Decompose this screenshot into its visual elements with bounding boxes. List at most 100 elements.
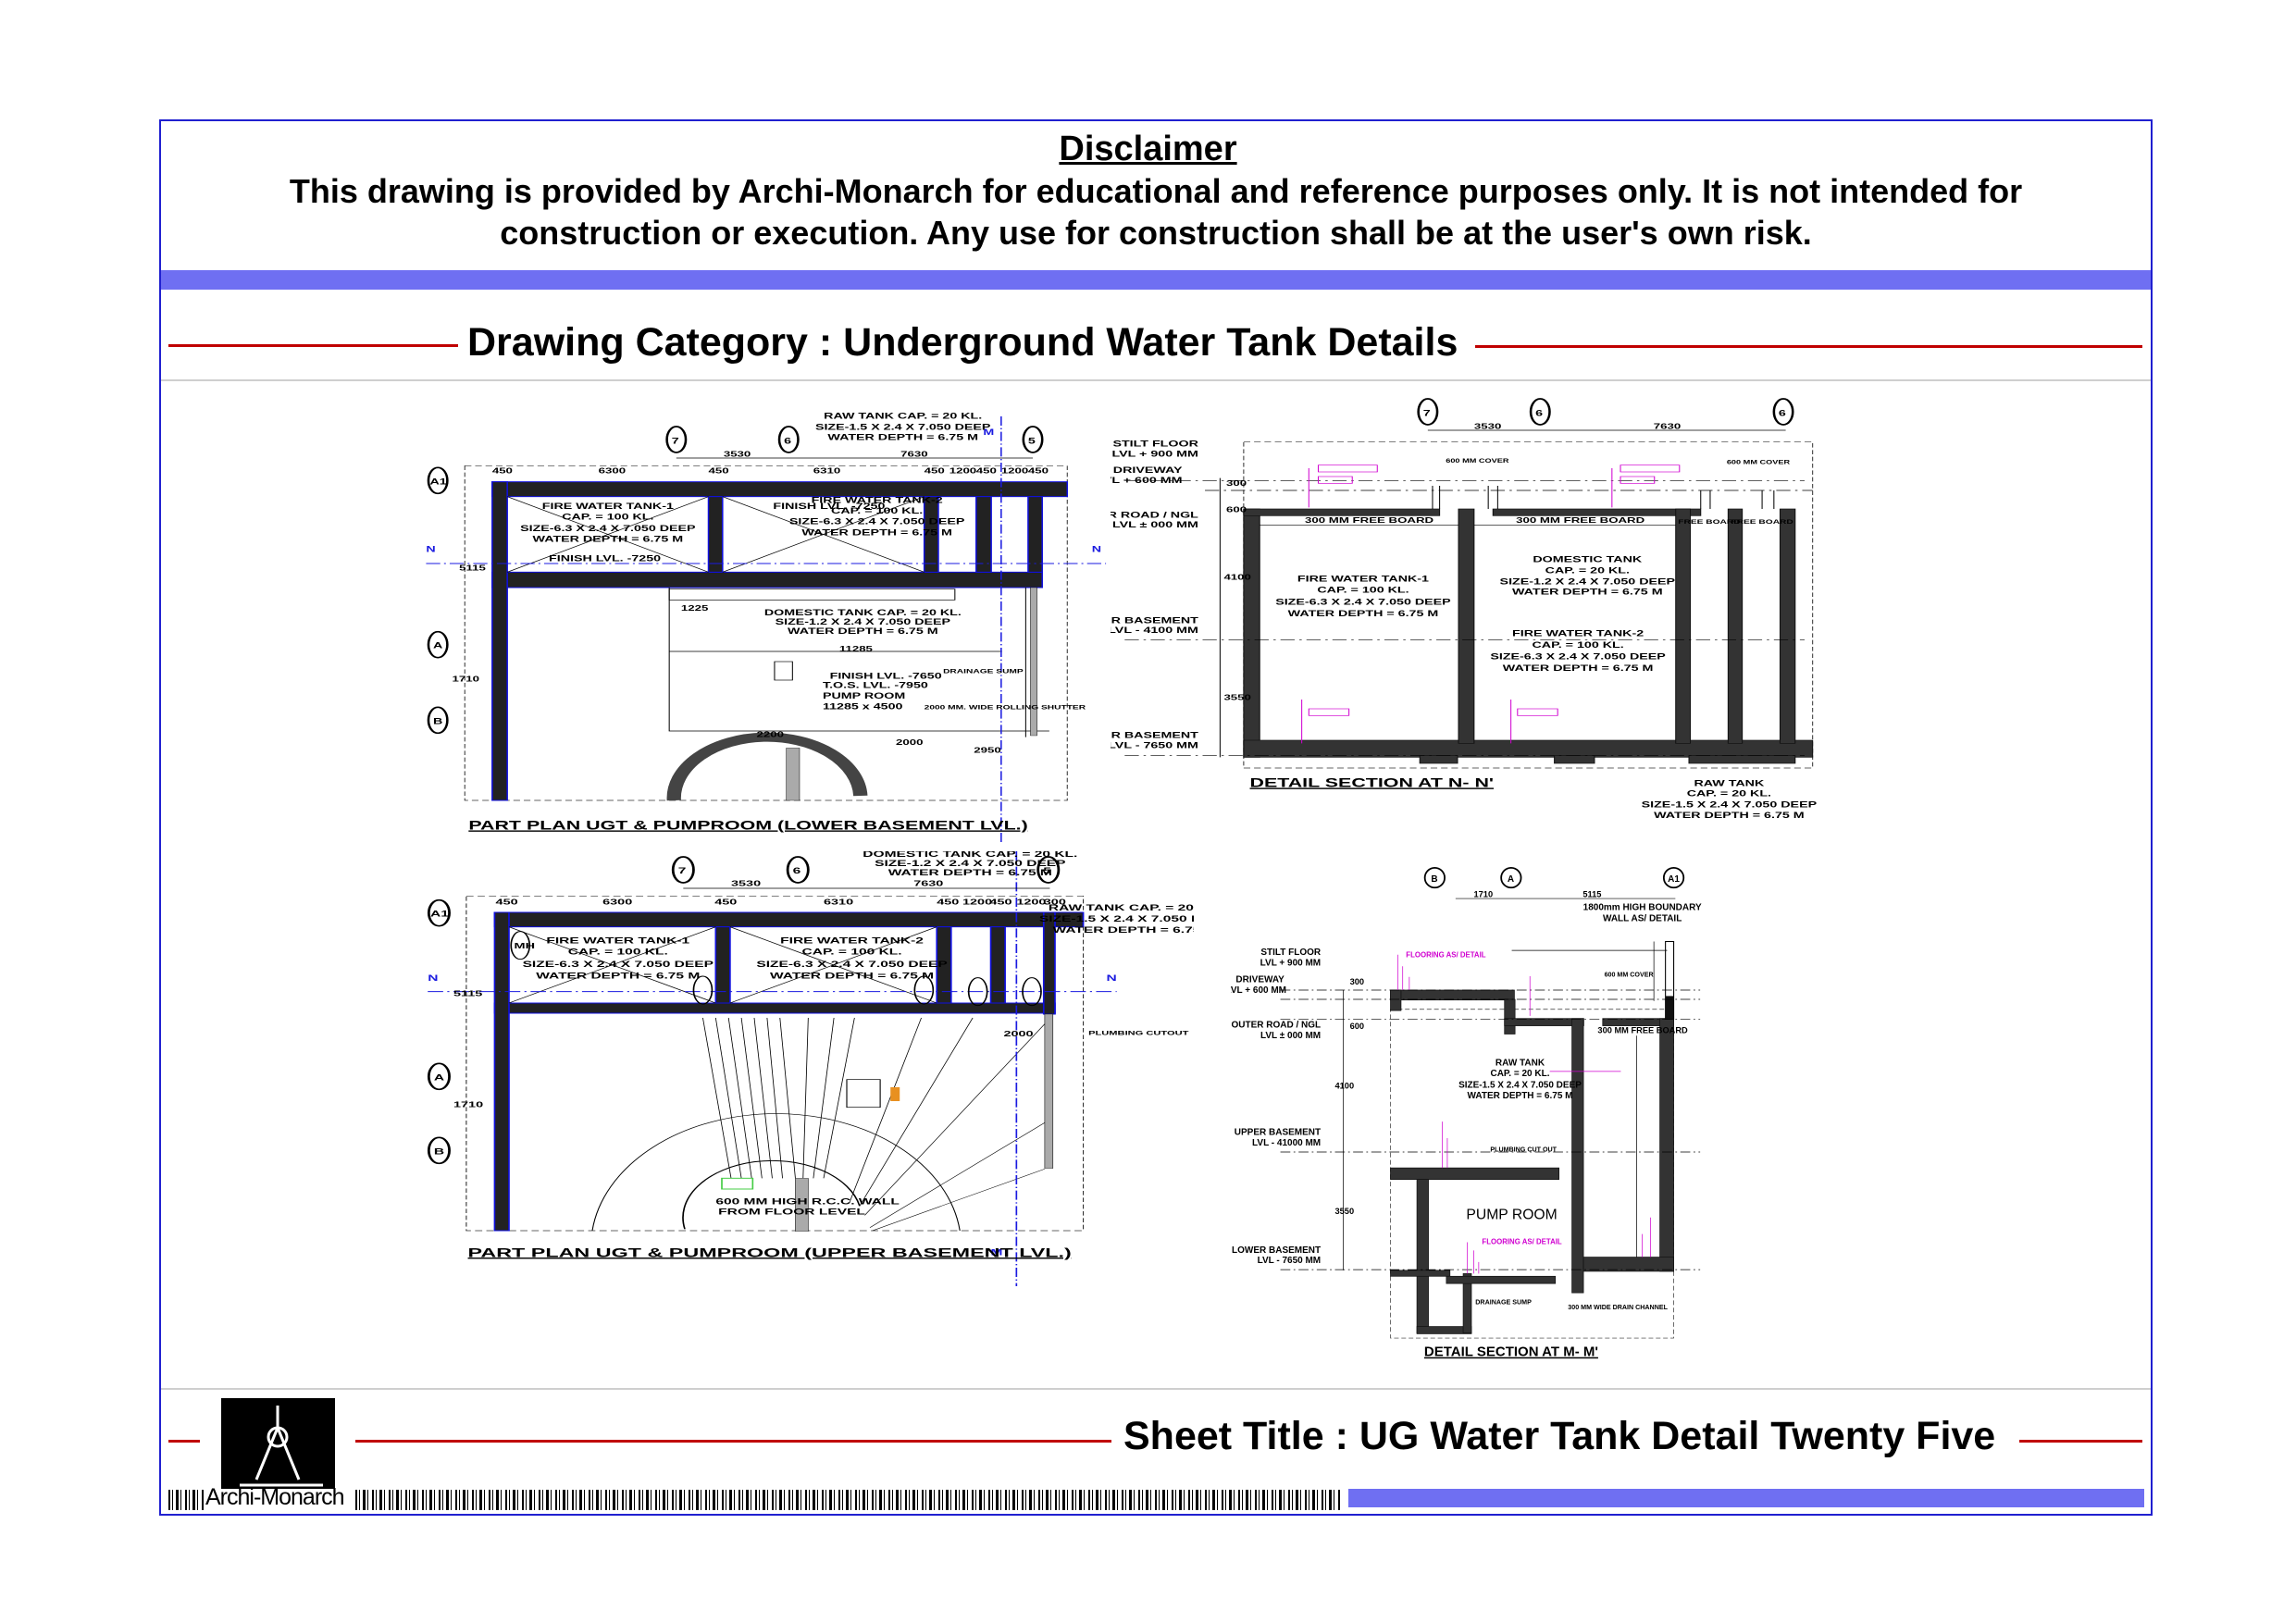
svg-text:7: 7 bbox=[678, 865, 687, 875]
section-m-m: B A A1 1710 5115 300 600 4100 3550 STILT… bbox=[1231, 866, 1702, 1360]
column bbox=[786, 748, 800, 801]
tank-wall-top bbox=[491, 481, 1069, 498]
base-slab bbox=[1243, 739, 1814, 758]
dim: 3530 bbox=[1474, 422, 1501, 430]
archi-monarch-logo bbox=[221, 1398, 335, 1489]
wall-note: FROM FLOOR LEVEL bbox=[718, 1207, 865, 1217]
svg-text:WATER DEPTH = 6.75 M: WATER DEPTH = 6.75 M bbox=[1053, 924, 1194, 935]
svg-text:3550: 3550 bbox=[1335, 1207, 1355, 1216]
stair-arc bbox=[591, 1113, 961, 1232]
drawing-title: PART PLAN UGT & PUMPROOM (LOWER BASEMENT… bbox=[468, 818, 1027, 832]
svg-text:SIZE-6.3 X 2.4 X 7.050 DEEP: SIZE-6.3 X 2.4 X 7.050 DEEP bbox=[1490, 651, 1665, 662]
svg-text:SIZE-1.2 X 2.4 X 7.050 DEEP: SIZE-1.2 X 2.4 X 7.050 DEEP bbox=[776, 616, 950, 626]
svg-text:M: M bbox=[983, 427, 994, 437]
plan-boundary bbox=[464, 465, 1068, 801]
svg-text:WATER DEPTH = 6.75 M: WATER DEPTH = 6.75 M bbox=[1467, 1091, 1572, 1101]
svg-text:SIZE-6.3 X 2.4 X 7.050 DEEP: SIZE-6.3 X 2.4 X 7.050 DEEP bbox=[1275, 597, 1450, 607]
plan-upper-basement: MH 7 6 5 A1 A B N N M 3530 7630 450 6300… bbox=[427, 851, 1194, 1286]
svg-text:STILT FLOOR: STILT FLOOR bbox=[1112, 439, 1198, 449]
pump-finish-level: FINISH LVL. -7650 bbox=[830, 671, 942, 681]
svg-text:WATER DEPTH = 6.75 M: WATER DEPTH = 6.75 M bbox=[801, 527, 952, 538]
svg-text:1200: 1200 bbox=[949, 467, 976, 476]
svg-text:CAP. = 100 KL.: CAP. = 100 KL. bbox=[1317, 585, 1409, 595]
dim: 5115 bbox=[1582, 889, 1601, 898]
svg-text:DRIVEWAY: DRIVEWAY bbox=[1113, 465, 1183, 475]
dim: 7630 bbox=[913, 878, 944, 887]
svg-text:WATER DEPTH = 6.75 M: WATER DEPTH = 6.75 M bbox=[1512, 587, 1663, 597]
dimension-lines bbox=[1343, 941, 1668, 1270]
barcode-strip bbox=[168, 1490, 204, 1510]
svg-text:6310: 6310 bbox=[824, 897, 854, 906]
svg-text:1710: 1710 bbox=[453, 1100, 484, 1109]
svg-text:6: 6 bbox=[1779, 408, 1786, 418]
svg-text:450: 450 bbox=[989, 897, 1012, 906]
svg-text:FIRE WATER TANK-1: FIRE WATER TANK-1 bbox=[546, 935, 689, 946]
svg-text:1200: 1200 bbox=[1016, 897, 1047, 906]
pump-room-label: PUMP ROOM bbox=[1466, 1208, 1557, 1223]
manholes: MH bbox=[510, 931, 1042, 1007]
drawing-category: Drawing Category : Underground Water Tan… bbox=[467, 320, 1458, 365]
section-line bbox=[426, 416, 1107, 842]
svg-text:6: 6 bbox=[1535, 408, 1543, 418]
manhole-note: 600 MM COVER bbox=[1727, 459, 1791, 465]
svg-text:450: 450 bbox=[937, 897, 960, 906]
svg-text:SIZE-1.5 X 2.4 X 7.050 DEEP: SIZE-1.5 X 2.4 X 7.050 DEEP bbox=[815, 422, 990, 432]
svg-text:RAW TANK CAP. = 20 KL.: RAW TANK CAP. = 20 KL. bbox=[1049, 902, 1194, 912]
svg-text:450: 450 bbox=[1028, 467, 1049, 476]
svg-text:CAP. = 20 KL.: CAP. = 20 KL. bbox=[1490, 1069, 1549, 1079]
svg-text:LVL - 4100 MM: LVL - 4100 MM bbox=[1111, 625, 1198, 635]
plumbing-note: PLUMBING CUT OUT bbox=[1490, 1146, 1557, 1153]
dim: 11285 bbox=[839, 645, 873, 653]
svg-text:5115: 5115 bbox=[453, 989, 483, 998]
svg-text:SIZE-1.5 X 2.4 X 7.050 DEEP: SIZE-1.5 X 2.4 X 7.050 DEEP bbox=[1458, 1081, 1582, 1091]
svg-text:6300: 6300 bbox=[599, 467, 626, 476]
svg-text:UPPER BASEMENT: UPPER BASEMENT bbox=[1235, 1127, 1321, 1137]
grid-bubbles: 7 6 5 A1 A B N N M bbox=[426, 426, 1101, 735]
dim-row: 450 6300 450 6310 450 1200 450 1200 300 … bbox=[453, 897, 1066, 1109]
dim: 3530 bbox=[724, 450, 751, 458]
svg-text:WATER DEPTH = 6.75 M: WATER DEPTH = 6.75 M bbox=[533, 534, 684, 544]
svg-text:SIZE-1.5 X 2.4 X 7.050 DEEP: SIZE-1.5 X 2.4 X 7.050 DEEP bbox=[1039, 913, 1194, 923]
svg-text:WATER DEPTH = 6.75 M: WATER DEPTH = 6.75 M bbox=[888, 867, 1052, 877]
disclaimer-line-1: This drawing is provided by Archi-Monarc… bbox=[289, 172, 2023, 210]
svg-text:SIZE-6.3 X 2.4 X 7.050 DEEP: SIZE-6.3 X 2.4 X 7.050 DEEP bbox=[523, 959, 714, 969]
svg-text:450: 450 bbox=[496, 897, 519, 906]
tank-wall bbox=[1571, 1018, 1584, 1294]
svg-text:LVL + 900 MM: LVL + 900 MM bbox=[1260, 959, 1321, 969]
tank-labels: 300 MM FREE BOARD 300 MM FREE BOARD FREE… bbox=[1275, 516, 1817, 820]
svg-text:SIZE-6.3 X 2.4 X 7.050 DEEP: SIZE-6.3 X 2.4 X 7.050 DEEP bbox=[789, 516, 964, 527]
svg-text:SIZE-1.2 X 2.4 X 7.050 DEEP: SIZE-1.2 X 2.4 X 7.050 DEEP bbox=[875, 858, 1066, 868]
tank-wall-bottom bbox=[491, 571, 1043, 588]
annotation-leaders bbox=[1301, 468, 1613, 744]
partition-wall bbox=[1458, 508, 1475, 744]
svg-text:RAW TANK: RAW TANK bbox=[1694, 778, 1764, 788]
svg-text:DOMESTIC TANK CAP. = 20 KL.: DOMESTIC TANK CAP. = 20 KL. bbox=[863, 851, 1077, 859]
section-n-n: 7 6 6 3530 7630 300 600 4100 3550 STILT … bbox=[1111, 398, 1817, 820]
svg-text:SIZE-1.5 X 2.4 X 7.050 DEEP: SIZE-1.5 X 2.4 X 7.050 DEEP bbox=[1642, 799, 1817, 810]
tank-partition bbox=[975, 496, 992, 573]
svg-text:LVL + 600 MM: LVL + 600 MM bbox=[1231, 985, 1286, 996]
dim-row: 450 6300 450 6310 450 1200 450 1200 450 … bbox=[452, 467, 1049, 684]
pump-room-wall bbox=[1030, 587, 1037, 737]
svg-text:6: 6 bbox=[793, 865, 801, 875]
disclaimer-line-2: construction or execution. Any use for c… bbox=[500, 214, 1812, 252]
svg-text:300 MM FREE BOARD: 300 MM FREE BOARD bbox=[1516, 516, 1644, 525]
wall-left bbox=[493, 911, 510, 1232]
svg-text:A: A bbox=[433, 640, 443, 650]
ramp-arc bbox=[666, 732, 868, 801]
svg-text:FIRE WATER TANK-1: FIRE WATER TANK-1 bbox=[1297, 574, 1429, 584]
svg-text:450: 450 bbox=[925, 467, 945, 476]
svg-text:300: 300 bbox=[1044, 897, 1067, 906]
svg-text:LVL + 900 MM: LVL + 900 MM bbox=[1111, 449, 1198, 459]
cover-note: 600 MM COVER bbox=[1605, 972, 1654, 979]
svg-text:WATER DEPTH = 6.75 M: WATER DEPTH = 6.75 M bbox=[536, 971, 700, 981]
header-band bbox=[161, 270, 2151, 290]
flooring-note: FLOORING AS/ DETAIL bbox=[1406, 951, 1485, 960]
level-labels: STILT FLOOR LVL + 900 MM DRIVEWAY LVL + … bbox=[1231, 948, 1322, 1266]
pump-room-outline bbox=[668, 588, 1049, 737]
dim: 2950 bbox=[974, 746, 1000, 754]
green-marker bbox=[721, 1177, 754, 1190]
svg-text:CAP. = 20 KL.: CAP. = 20 KL. bbox=[1687, 788, 1771, 799]
roof-slab bbox=[1243, 508, 1441, 516]
svg-text:6310: 6310 bbox=[813, 467, 840, 476]
